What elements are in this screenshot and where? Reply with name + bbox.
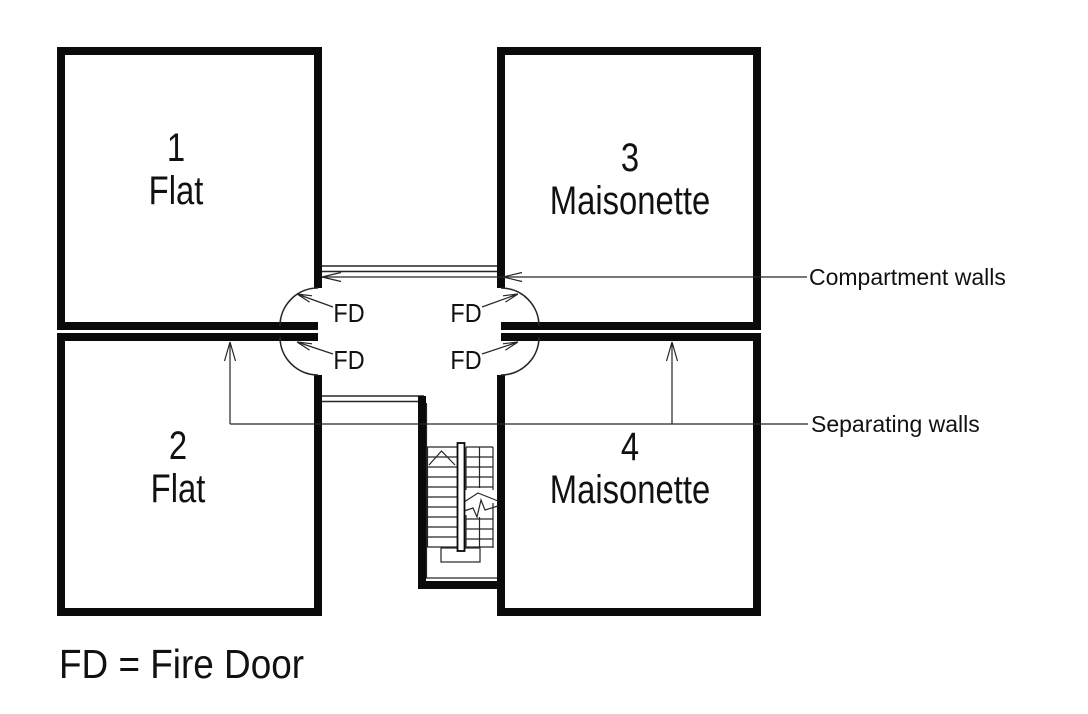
corridor-bottom-partition — [322, 395, 424, 403]
unit-4-type: Maisonette — [549, 468, 711, 512]
fd-leader-unit-4 — [481, 341, 519, 355]
stairwell-walls — [418, 396, 501, 589]
unit-1-type: Flat — [148, 169, 204, 213]
fd-leader-unit-1 — [296, 293, 334, 308]
unit-4-label: 4 Maisonette — [550, 426, 710, 512]
unit-3-type: Maisonette — [549, 179, 711, 223]
fire-door-arc-unit-1 — [279, 287, 319, 327]
fire-door-tag-unit-1: FD — [333, 298, 365, 328]
unit-1-label: 1 Flat — [149, 127, 204, 213]
separating-arrow-right — [665, 341, 679, 424]
separating-arrow-left — [223, 341, 237, 424]
stairwell-inner-lining — [425, 403, 497, 579]
unit-3-number: 3 — [620, 136, 640, 180]
unit-1-walls — [57, 47, 322, 330]
staircase — [425, 403, 499, 579]
fire-door-tag-unit-2: FD — [333, 345, 365, 375]
compartment-arrowhead-left — [321, 271, 342, 283]
unit-4-number: 4 — [620, 425, 640, 469]
unit-3-label: 3 Maisonette — [550, 137, 710, 223]
unit-3-walls — [497, 47, 761, 330]
unit-2-number: 2 — [168, 424, 188, 468]
fd-leader-unit-3 — [481, 293, 519, 308]
fire-door-tag-unit-3: FD — [450, 298, 482, 328]
corridor-thin-walls — [322, 265, 497, 403]
fire-door-arc-unit-4 — [500, 336, 540, 376]
unit-2-type: Flat — [150, 467, 206, 511]
stair-center-stringer — [456, 442, 466, 552]
fire-door-swings — [279, 287, 540, 376]
stair-up-arrow — [428, 450, 456, 466]
fire-door-arc-unit-2 — [279, 336, 319, 376]
compartment-arrowhead-right — [502, 271, 523, 283]
unit-4-walls — [497, 333, 761, 616]
corridor-top-partition — [322, 265, 497, 273]
fire-door-arc-unit-3 — [500, 287, 540, 327]
compartment-walls-annotation: Compartment walls — [809, 264, 1006, 290]
fd-leader-unit-2 — [296, 341, 334, 355]
stair-break-line-lower — [460, 498, 499, 519]
fire-door-legend: FD = Fire Door — [59, 641, 305, 687]
stair-right-flight-edges — [465, 447, 494, 548]
unit-1-number: 1 — [166, 126, 186, 170]
separating-walls-annotation: Separating walls — [811, 411, 980, 437]
unit-2-label: 2 Flat — [151, 425, 206, 511]
stair-treads-left-flight — [426, 446, 457, 548]
fire-door-tag-unit-4: FD — [450, 345, 482, 375]
stair-break-line-upper — [460, 492, 499, 505]
annotation-leaders — [223, 271, 808, 425]
unit-2-walls — [57, 333, 322, 616]
unit-walls — [57, 47, 761, 616]
